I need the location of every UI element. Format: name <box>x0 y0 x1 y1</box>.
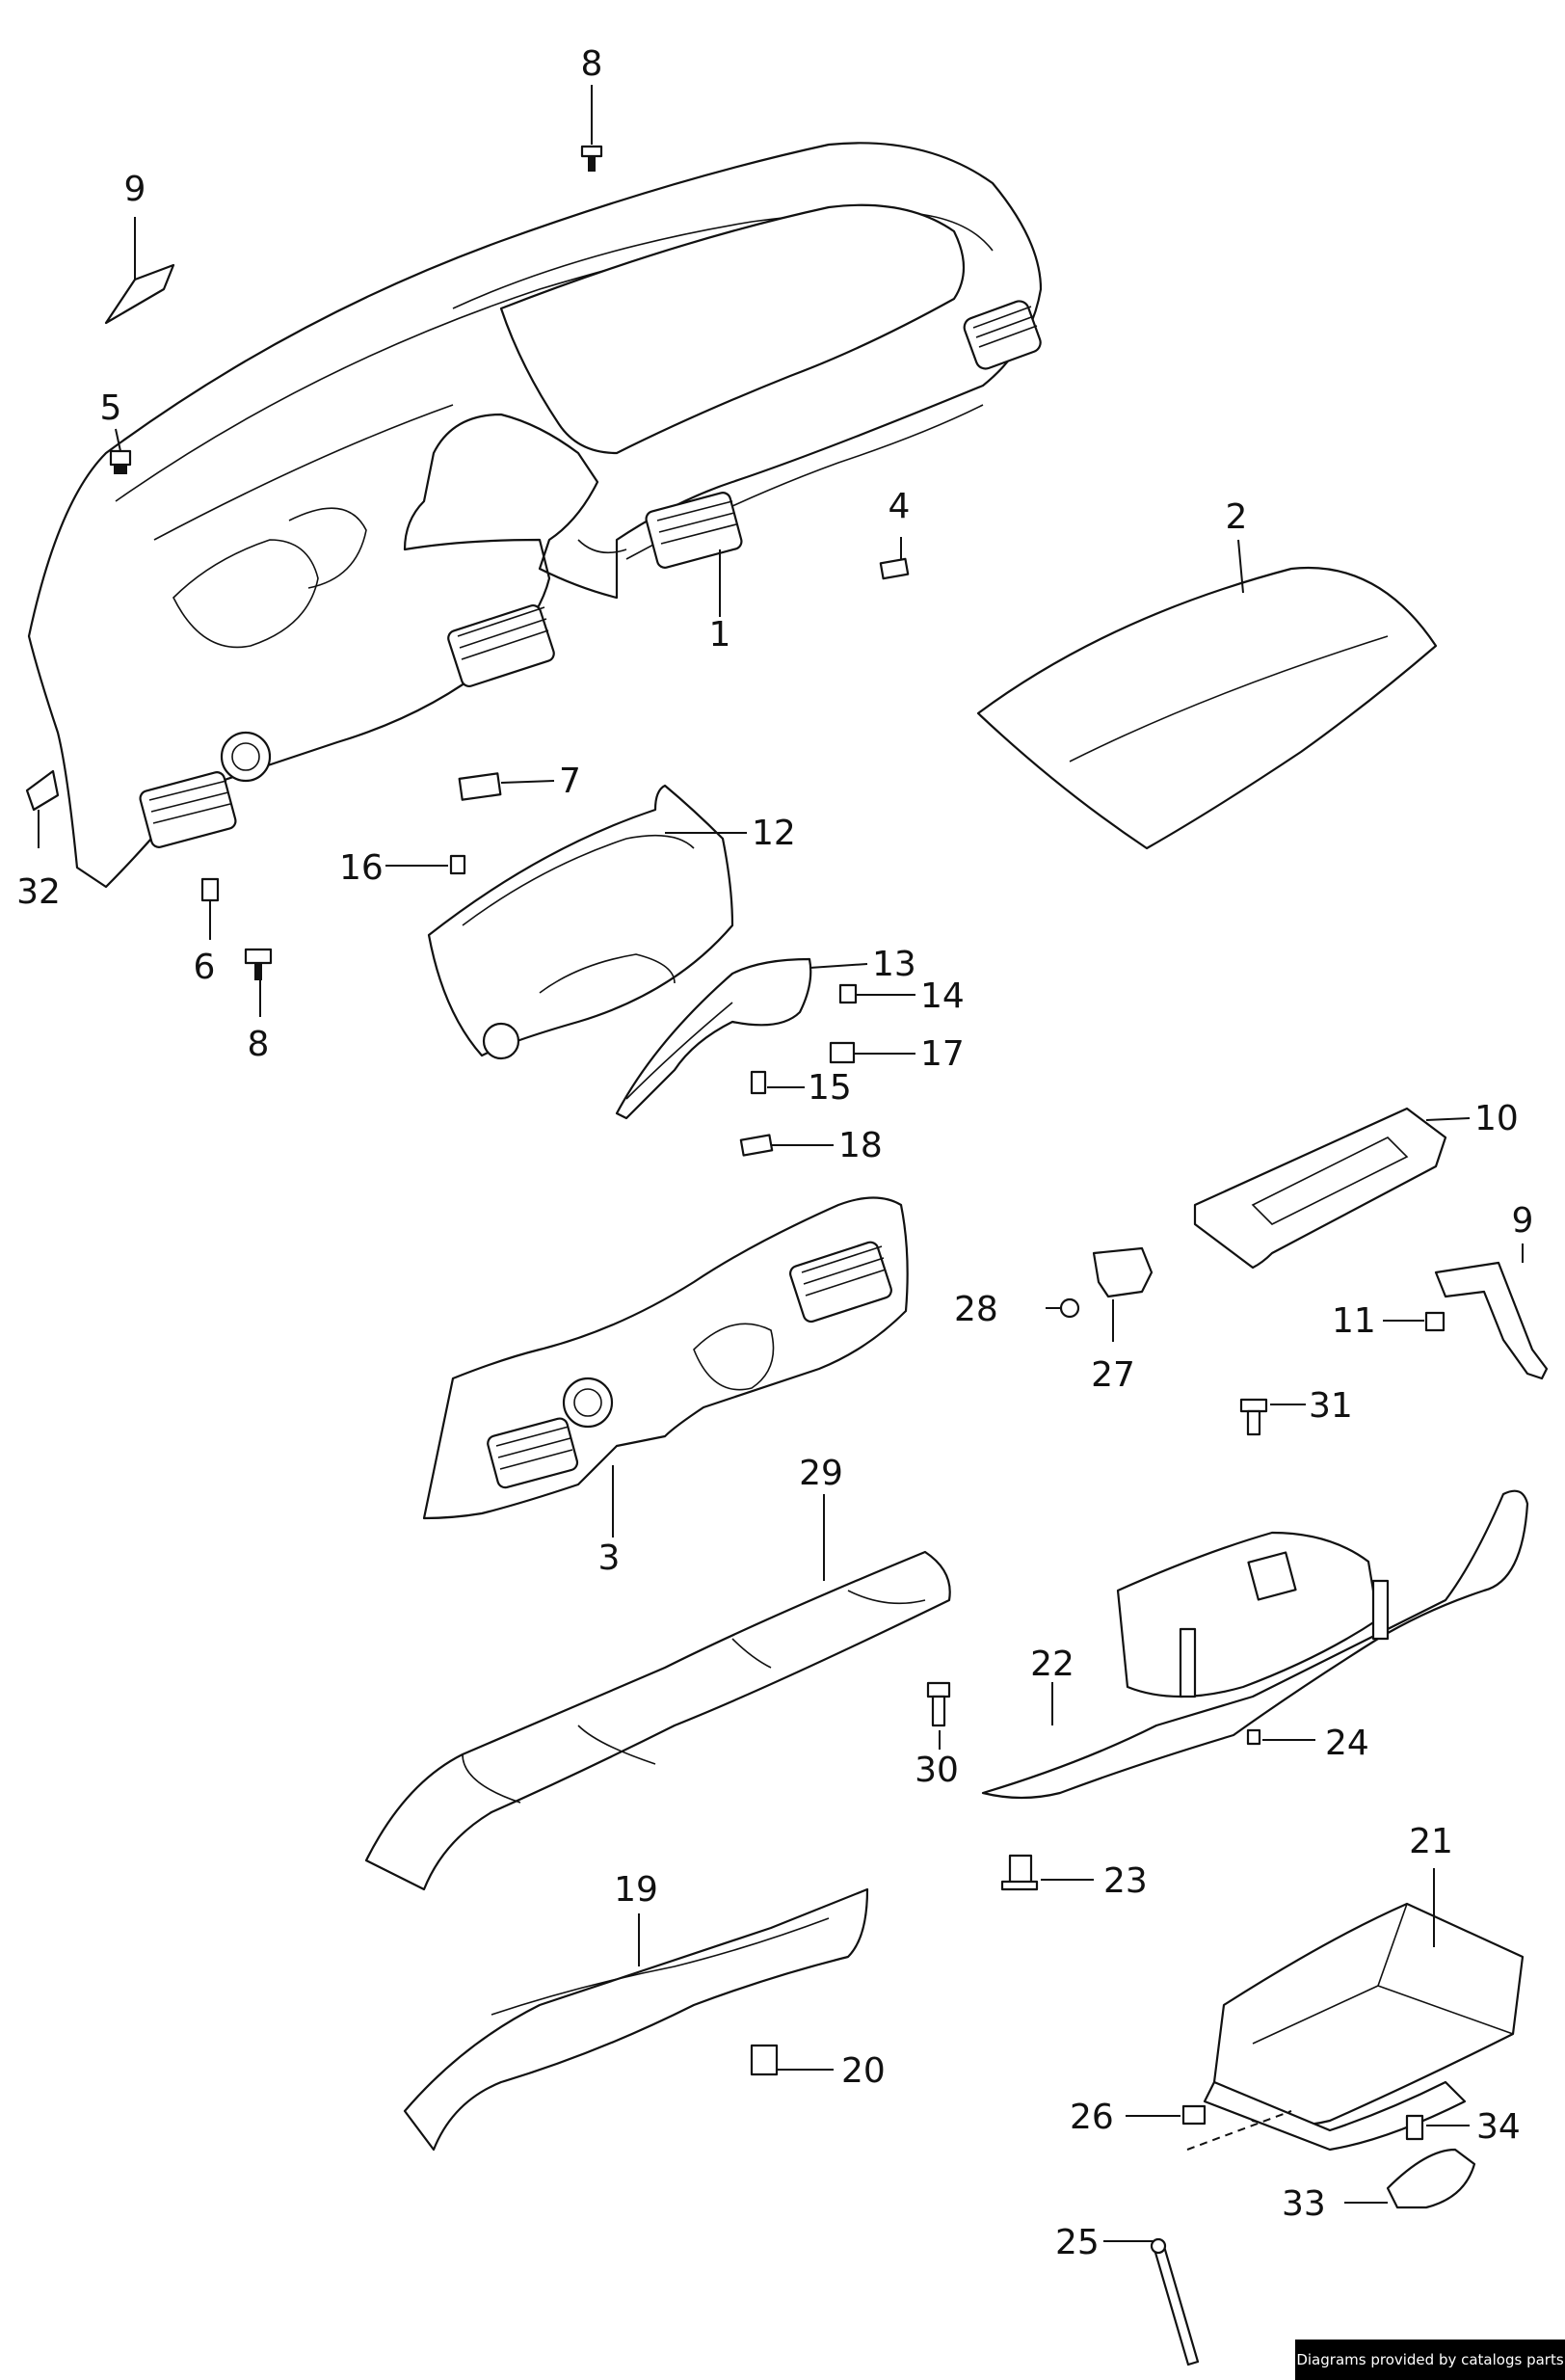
clip-33 <box>25 769 60 812</box>
vent-left-center <box>447 603 555 688</box>
callout-33: 32 <box>16 872 61 912</box>
clip-6 <box>200 877 220 902</box>
clip-4 <box>879 557 910 580</box>
vent-lower-left <box>487 1417 579 1489</box>
clip-19 <box>739 1134 774 1157</box>
callout-12: 11 <box>1332 1301 1376 1341</box>
callout-35: 34 <box>1476 2107 1521 2147</box>
callout-9: 9 <box>124 170 146 209</box>
callout-16: 15 <box>808 1068 852 1108</box>
screw-8-bottom <box>244 948 273 980</box>
callout-25: 24 <box>1325 1724 1369 1763</box>
callout-19: 18 <box>838 1126 883 1165</box>
trim-piece-9 <box>104 263 175 325</box>
callout-18: 17 <box>920 1034 965 1074</box>
part-34-latch <box>1386 2148 1476 2209</box>
callout-17: 16 <box>339 848 384 888</box>
callout-8-bottom: 8 <box>248 1025 270 1064</box>
callout-11: 10 <box>1474 1099 1519 1138</box>
leader-lines <box>38 85 1524 2242</box>
part-26-damper <box>1150 2237 1200 2367</box>
vent-right-upper <box>963 300 1042 370</box>
screw-17 <box>449 854 466 875</box>
callout-23: 22 <box>1030 1645 1074 1684</box>
callout-28: 27 <box>1091 1355 1135 1395</box>
callout-13: 12 <box>752 814 796 853</box>
callout-34: 33 <box>1282 2184 1326 2224</box>
clip-7 <box>458 772 502 801</box>
credit-banner: Diagrams provided by catalogs parts <box>1295 2340 1565 2380</box>
callout-3: 3 <box>598 1538 621 1578</box>
callout-22: 21 <box>1409 1822 1453 1861</box>
callout-21: 20 <box>841 2051 886 2091</box>
callout-10: 9 <box>1512 1201 1534 1241</box>
screw-35 <box>1405 2114 1424 2141</box>
callout-15: 14 <box>920 976 965 1016</box>
callout-1: 1 <box>709 615 731 655</box>
callout-7: 7 <box>559 762 581 801</box>
clip-21 <box>750 2044 779 2076</box>
callout-6: 6 <box>194 948 216 987</box>
vent-center <box>645 492 743 569</box>
screw-29 <box>1059 1297 1080 1319</box>
part-1-dashboard-panel <box>27 142 1043 889</box>
callout-14: 13 <box>872 945 916 984</box>
part-3-lower-trim <box>422 1196 909 1520</box>
callout-26: 25 <box>1055 2223 1100 2262</box>
part-2-cover-panel <box>976 566 1438 850</box>
callout-labels: 8 9 5 1 2 4 32 6 8 7 16 12 13 14 17 15 1… <box>16 44 1533 2262</box>
callout-8-top: 8 <box>581 44 603 84</box>
part-10-strut <box>1434 1261 1549 1380</box>
part-23-center-console <box>981 1489 1529 1800</box>
callout-31: 30 <box>915 1751 959 1790</box>
fasteners <box>25 145 1446 2141</box>
screw-8-top <box>580 145 603 172</box>
part-22-glove-box <box>1203 1902 1525 2152</box>
vent-lower-right <box>789 1241 892 1324</box>
clip-5 <box>109 449 132 474</box>
callout-2: 2 <box>1226 497 1248 537</box>
part-11-bracket <box>1193 1107 1447 1270</box>
part-13-cluster-hood <box>427 784 734 1060</box>
callout-30: 29 <box>799 1454 843 1493</box>
callout-20: 19 <box>614 1870 658 1910</box>
callout-27: 26 <box>1070 2098 1114 2137</box>
nut-18 <box>829 1041 856 1064</box>
callout-29: 28 <box>954 1290 998 1329</box>
screw-16 <box>750 1070 767 1095</box>
screw-25 <box>1246 1728 1261 1746</box>
callout-32: 31 <box>1309 1386 1353 1426</box>
callout-24: 23 <box>1103 1861 1148 1901</box>
bolt-32 <box>1239 1398 1268 1436</box>
part-14-shroud <box>615 957 812 1120</box>
callout-5: 5 <box>100 388 122 428</box>
clip-24 <box>1000 1854 1039 1891</box>
screw-31 <box>926 1681 951 1727</box>
clip-27 <box>1181 2104 1207 2126</box>
part-20-trim-strip <box>403 1887 869 2152</box>
vent-left-lower <box>139 771 237 848</box>
part-28-bracket <box>1092 1246 1154 1298</box>
part-30-tunnel-trim <box>364 1550 951 1891</box>
callout-4: 4 <box>889 487 911 526</box>
screw-15 <box>838 983 858 1004</box>
screw-12 <box>1424 1311 1446 1332</box>
